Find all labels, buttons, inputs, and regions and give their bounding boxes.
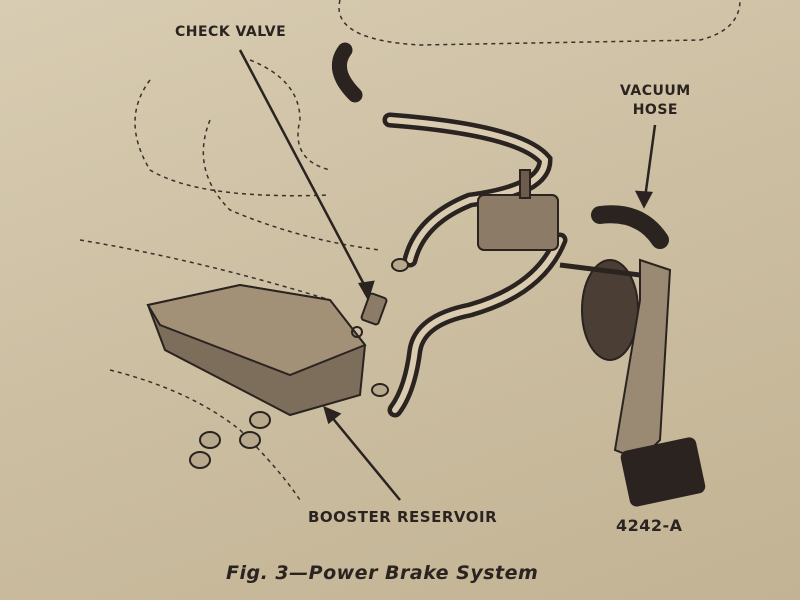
booster-reservoir-label: BOOSTER RESERVOIR <box>308 508 498 526</box>
brake-pedal <box>613 258 706 507</box>
booster-reservoir <box>146 283 367 417</box>
washers <box>189 258 409 469</box>
vacuum-hose-label-line2: HOSE <box>632 102 678 118</box>
check-valve-label: CHECK VALVE <box>175 24 287 40</box>
figure-number: 4242-A <box>616 516 683 535</box>
engine-outline-dashed <box>79 0 741 501</box>
master-cylinder <box>477 169 641 361</box>
vacuum-hose-label-line1: VACUUM <box>620 83 691 99</box>
figure-caption: Fig. 3—Power Brake System <box>226 562 539 584</box>
leader-arrows <box>238 49 657 501</box>
check-valve-part <box>351 292 388 338</box>
vacuum-hose-label: VACUUM HOSE <box>620 82 691 120</box>
